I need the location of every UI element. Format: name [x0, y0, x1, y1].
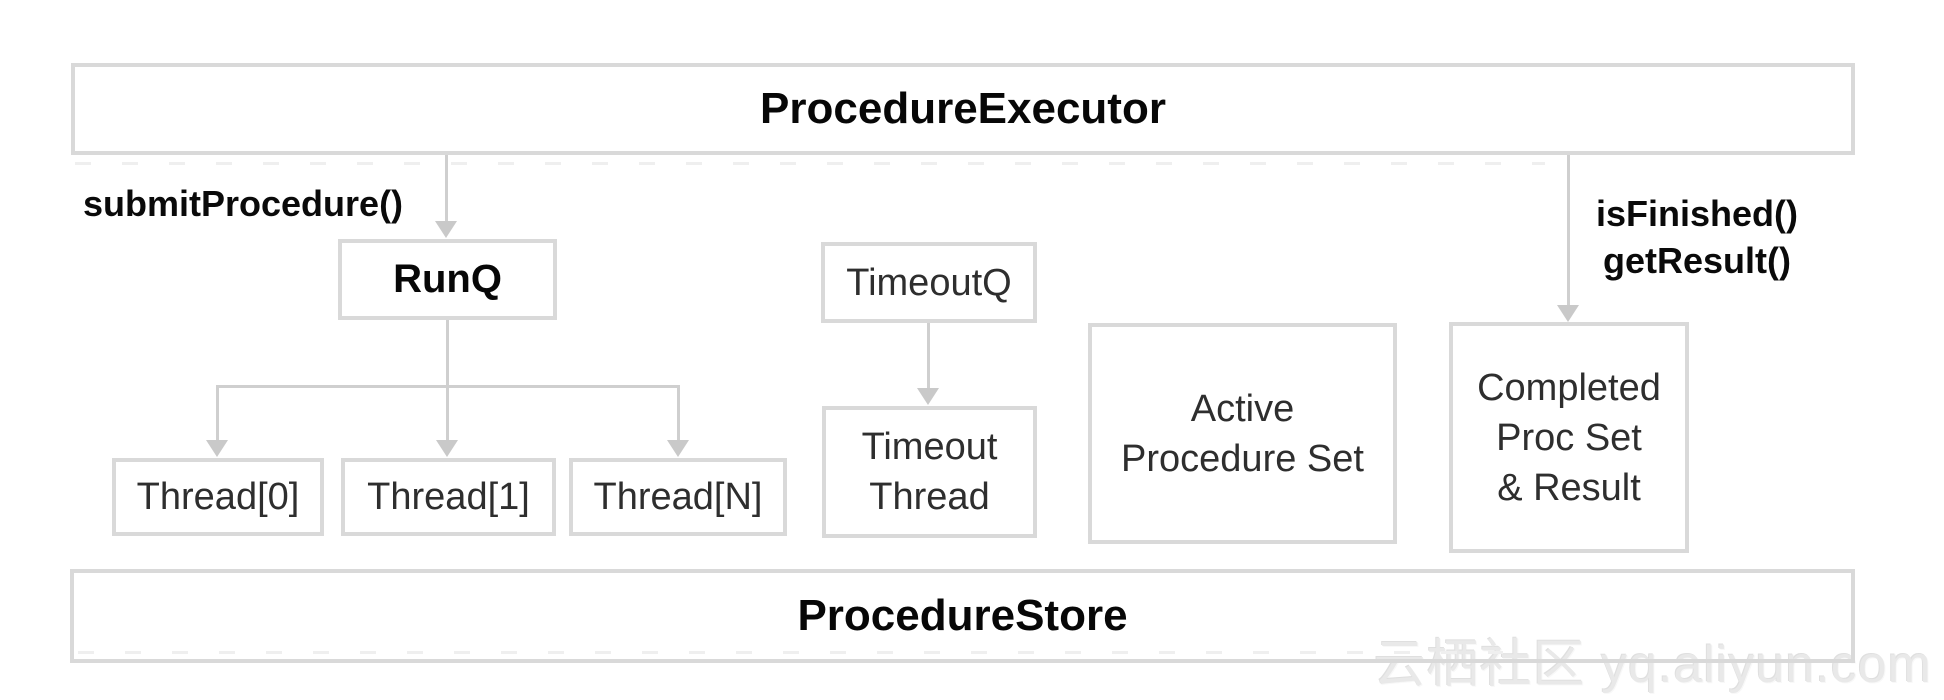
edge-runq-stem: [446, 320, 449, 387]
arrowhead-down-icon: [435, 221, 457, 238]
thread1-label: Thread[1]: [367, 476, 530, 518]
faint-dash-row-bottom: [78, 651, 1503, 654]
arrowhead-down-icon: [1557, 305, 1579, 322]
submit-procedure-label: submitProcedure(): [83, 183, 404, 224]
node-threadN: Thread[N]: [569, 458, 787, 536]
edge-fan-to-thread0: [216, 385, 219, 440]
arrowhead-down-icon: [206, 440, 228, 457]
node-procedure-store: ProcedureStore: [70, 569, 1855, 663]
edge-fan-to-threadN: [677, 385, 680, 440]
procedure-store-label: ProcedureStore: [797, 591, 1128, 640]
arrowhead-down-icon: [436, 440, 458, 457]
watermark: 云栖社区 yq.aliyun.com: [1373, 636, 1932, 694]
node-procedure-executor: ProcedureExecutor: [71, 63, 1855, 155]
completed-set-line1: Completed: [1477, 366, 1661, 409]
runq-label: RunQ: [393, 257, 502, 301]
arrowhead-down-icon: [917, 388, 939, 405]
procedure-executor-label: ProcedureExecutor: [760, 84, 1166, 133]
timeout-thread-line2: Thread: [869, 476, 990, 518]
edge-timeoutq-to-timeout-thread: [927, 323, 930, 388]
faint-dash-row-top: [75, 162, 1545, 165]
node-active-procedure-set: Active Procedure Set: [1088, 323, 1397, 544]
edge-executor-to-completed: [1567, 155, 1570, 305]
node-completed-proc-set: Completed Proc Set & Result: [1449, 322, 1689, 553]
completed-set-line3: & Result: [1497, 466, 1641, 509]
active-set-line2: Procedure Set: [1121, 437, 1364, 480]
node-runq: RunQ: [338, 239, 557, 320]
edge-fan-to-thread1: [446, 385, 449, 440]
arrowhead-down-icon: [667, 440, 689, 457]
timeout-thread-line1: Timeout: [861, 426, 998, 468]
completed-set-line2: Proc Set: [1496, 416, 1642, 459]
is-finished-get-result-label: isFinished() getResult(): [1569, 190, 1825, 284]
node-timeout-thread: Timeout Thread: [822, 406, 1037, 538]
timeoutq-label: TimeoutQ: [846, 261, 1012, 304]
is-finished-label: isFinished(): [1595, 193, 1798, 234]
thread0-label: Thread[0]: [136, 476, 300, 518]
node-thread1: Thread[1]: [341, 458, 556, 536]
active-set-line1: Active: [1190, 387, 1295, 430]
edge-executor-to-runq: [445, 155, 448, 221]
threadN-label: Thread[N]: [593, 476, 763, 518]
node-thread0: Thread[0]: [112, 458, 324, 536]
node-timeoutq: TimeoutQ: [821, 242, 1037, 323]
get-result-label: getResult(): [1603, 240, 1791, 281]
